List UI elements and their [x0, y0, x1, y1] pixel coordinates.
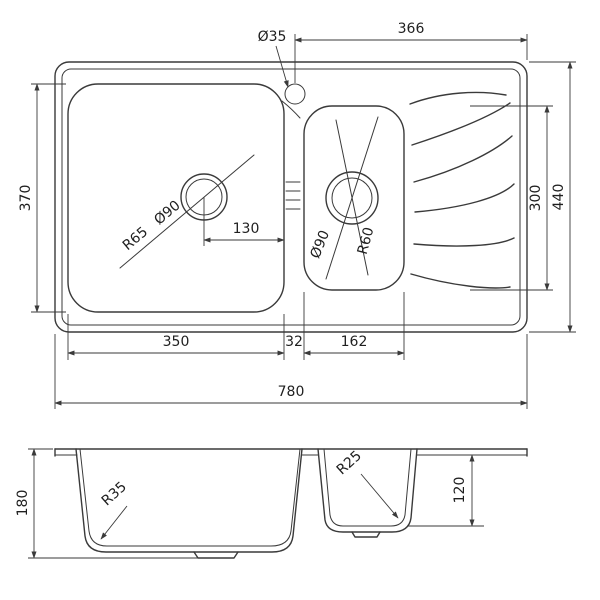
- dim-label-r35: R35: [99, 479, 130, 509]
- small-drain-outer: [325, 171, 379, 225]
- side-view-dimensions: 180 120 R35 R25: [15, 448, 484, 559]
- dim-label-440: 440: [551, 184, 567, 211]
- main-bowl-section-outer: [75, 448, 303, 553]
- small-drain-leader: [335, 119, 369, 276]
- dim-300: 300: [470, 105, 553, 291]
- dim-130: 130: [203, 197, 285, 246]
- dim-label-dia35: Ø35: [258, 29, 287, 45]
- side-view: [54, 448, 528, 559]
- small-bowl-section-inner: [323, 448, 412, 527]
- dim-r25: R25: [334, 448, 399, 519]
- drainboard-grooves: [409, 91, 515, 289]
- main-drain-leader: [119, 154, 255, 269]
- divider-curve: [281, 100, 301, 119]
- dim-dia35: Ø35: [258, 29, 289, 88]
- dim-label-162: 162: [341, 334, 368, 350]
- dim-780: 780: [54, 334, 528, 409]
- dim-label-366: 366: [398, 21, 425, 37]
- dim-370: 370: [18, 83, 66, 313]
- top-view: [54, 61, 528, 333]
- tap-hole: [284, 83, 306, 105]
- leader-line: [100, 505, 128, 540]
- drainboard-groove: [413, 135, 513, 183]
- main-drain-section: [193, 551, 239, 559]
- dim-label-130: 130: [233, 221, 260, 237]
- dim-366: 366: [294, 21, 528, 83]
- dim-label-780: 780: [278, 384, 305, 400]
- drainboard-groove: [409, 91, 507, 105]
- small-bowl: [303, 105, 405, 291]
- dim-label-32: 32: [285, 334, 303, 350]
- main-bowl: [67, 83, 285, 313]
- leader-line: [360, 473, 399, 519]
- small-drain-inner: [331, 177, 373, 219]
- dim-label-370: 370: [18, 185, 34, 212]
- drainboard-groove: [414, 183, 515, 213]
- dim-label-dia90-small: Ø90: [307, 228, 333, 261]
- dim-label-180: 180: [15, 490, 31, 517]
- sink-outer-rim: [54, 61, 528, 333]
- dim-label-r65: R65: [120, 224, 151, 254]
- main-bowl-section-inner: [79, 448, 301, 547]
- drainboard-groove: [413, 237, 515, 247]
- dim-label-120: 120: [452, 477, 468, 504]
- dim-180: 180: [15, 448, 198, 559]
- dim-label-300: 300: [528, 185, 544, 212]
- dim-label-r25: R25: [334, 448, 365, 478]
- divider-hatch: [285, 181, 301, 210]
- leader-line: [275, 45, 289, 88]
- dim-label-r60: R60: [355, 226, 378, 257]
- drainboard-groove: [410, 273, 511, 289]
- small-bowl-section-outer: [317, 448, 418, 533]
- dim-440: 440: [529, 61, 576, 333]
- top-view-dimensions: 366 Ø35 370 300 440: [18, 21, 576, 409]
- dim-120: 120: [407, 454, 484, 527]
- drainboard-groove: [411, 102, 511, 146]
- dim-350-32-162: 350 32 162: [67, 292, 405, 360]
- dim-label-dia90-main: Ø90: [151, 198, 183, 229]
- dim-r35: R35: [99, 479, 130, 540]
- sink-inner-rim: [61, 68, 521, 326]
- small-drain-section: [351, 531, 381, 538]
- dim-label-350: 350: [163, 334, 190, 350]
